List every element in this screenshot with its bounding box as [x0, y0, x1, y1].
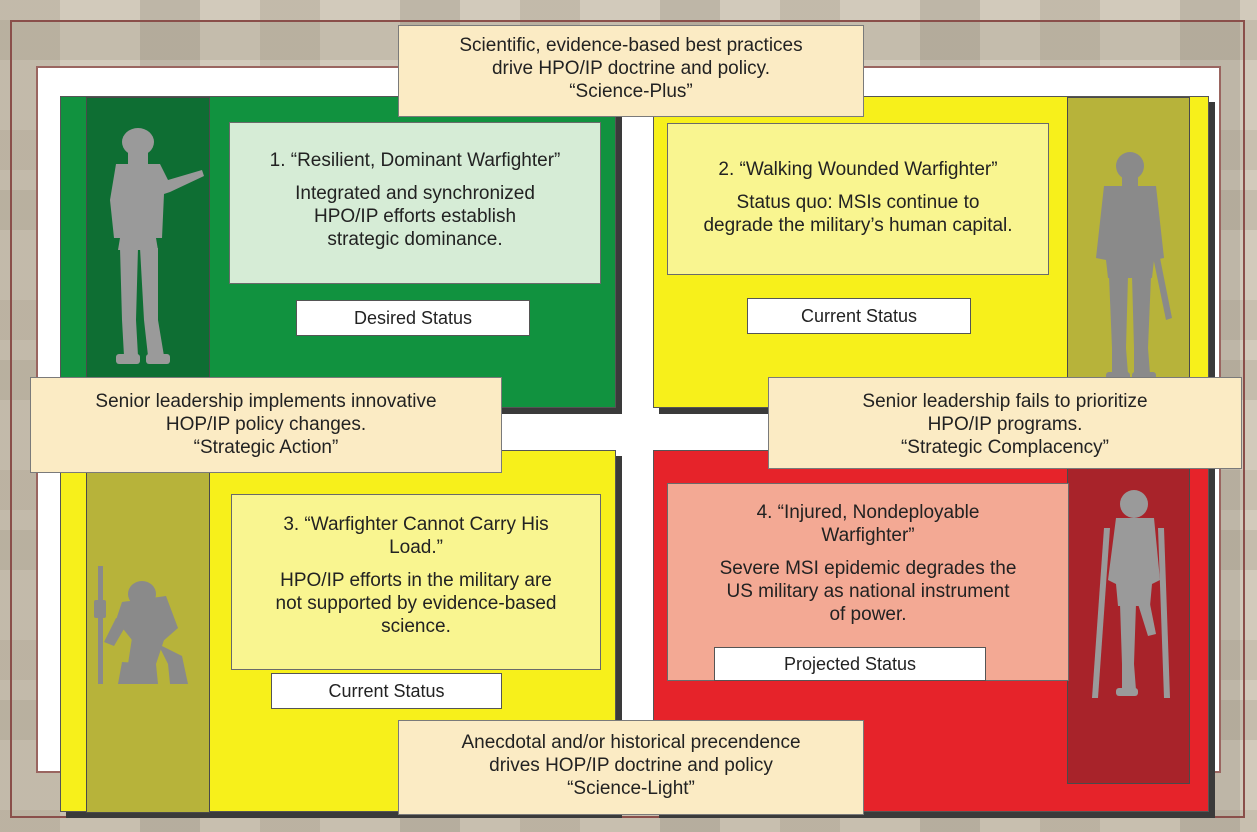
callout-line: “Strategic Action”	[193, 437, 339, 458]
scenario-3-box: 3. “Warfighter Cannot Carry His Load.” H…	[231, 494, 601, 670]
scenario-2-body: Status quo: MSIs continue to degrade the…	[674, 191, 1042, 237]
scenario-2-body-line: Status quo: MSIs continue to	[736, 192, 980, 213]
scenario-4-title: 4. “Injured, Nondeployable Warfighter”	[676, 501, 1060, 547]
scenario-1-body: Integrated and synchronized HPO/IP effor…	[236, 182, 594, 251]
callout-line: Senior leadership fails to prioritize	[862, 391, 1148, 412]
callout-strategic-action: Senior leadership implements innovative …	[30, 377, 502, 473]
soldier-with-rifle-icon	[110, 128, 204, 364]
scenario-3-title-line: Load.”	[389, 537, 443, 558]
scenario-1-body-line: HPO/IP efforts establish	[313, 206, 517, 227]
scenario-3-body-line: science.	[381, 616, 451, 637]
callout-strategic-complacency: Senior leadership fails to prioritize HP…	[768, 377, 1242, 469]
status-label-current-bottom: Current Status	[271, 673, 502, 709]
callout-line: “Science-Plus”	[569, 81, 693, 102]
callout-line: HPO/IP programs.	[927, 414, 1083, 435]
scenario-2-box: 2. “Walking Wounded Warfighter” Status q…	[667, 123, 1049, 275]
standing-soldier-icon	[1096, 152, 1172, 382]
scenario-3-body-line: HPO/IP efforts in the military are	[280, 570, 552, 591]
scenario-4-body-line: US military as national instrument	[726, 581, 1010, 602]
scenario-4-body-line: of power.	[829, 604, 907, 625]
callout-line: Senior leadership implements innovative	[95, 391, 437, 412]
callout-line: drives HOP/IP doctrine and policy	[489, 755, 773, 776]
callout-science-light: Anecdotal and/or historical precendence …	[398, 720, 864, 815]
soldier-on-crutches-icon	[1092, 490, 1170, 698]
scenario-2-body-line: degrade the military’s human capital.	[703, 215, 1013, 236]
callout-line: Anecdotal and/or historical precendence	[461, 732, 801, 753]
scenario-1-box: 1. “Resilient, Dominant Warfighter” Inte…	[229, 122, 601, 284]
callout-line: Scientific, evidence-based best practice…	[459, 35, 803, 56]
scenario-3-body: HPO/IP efforts in the military are not s…	[240, 569, 592, 638]
scenario-3-title-line: 3. “Warfighter Cannot Carry His	[283, 514, 549, 535]
status-label-projected: Projected Status	[714, 647, 986, 681]
scenario-1-body-line: strategic dominance.	[327, 229, 503, 250]
scenario-2-title-line: 2. “Walking Wounded Warfighter”	[718, 159, 998, 180]
scenario-2-title: 2. “Walking Wounded Warfighter”	[674, 158, 1042, 181]
scenario-1-body-line: Integrated and synchronized	[295, 183, 535, 204]
status-label-desired: Desired Status	[296, 300, 530, 336]
scenario-1-title-line: 1. “Resilient, Dominant Warfighter”	[269, 150, 561, 171]
scenario-3-body-line: not supported by evidence-based	[275, 593, 557, 614]
scenario-4-body-line: Severe MSI epidemic degrades the	[719, 558, 1017, 579]
callout-science-plus: Scientific, evidence-based best practice…	[398, 25, 864, 117]
scenario-4-title-line: 4. “Injured, Nondeployable	[756, 502, 980, 523]
callout-line: “Science-Light”	[567, 778, 695, 799]
status-label-current-top: Current Status	[747, 298, 971, 334]
outer-frame	[10, 20, 1245, 818]
callout-line: HOP/IP policy changes.	[165, 414, 367, 435]
callout-line: drive HPO/IP doctrine and policy.	[491, 58, 771, 79]
scenario-3-title: 3. “Warfighter Cannot Carry His Load.”	[240, 513, 592, 559]
kneeling-soldier-icon	[94, 566, 188, 684]
callout-line: “Strategic Complacency”	[900, 437, 1110, 458]
scenario-4-body: Severe MSI epidemic degrades the US mili…	[676, 557, 1060, 626]
scenario-4-title-line: Warfighter”	[821, 525, 915, 546]
scenario-1-title: 1. “Resilient, Dominant Warfighter”	[236, 149, 594, 172]
